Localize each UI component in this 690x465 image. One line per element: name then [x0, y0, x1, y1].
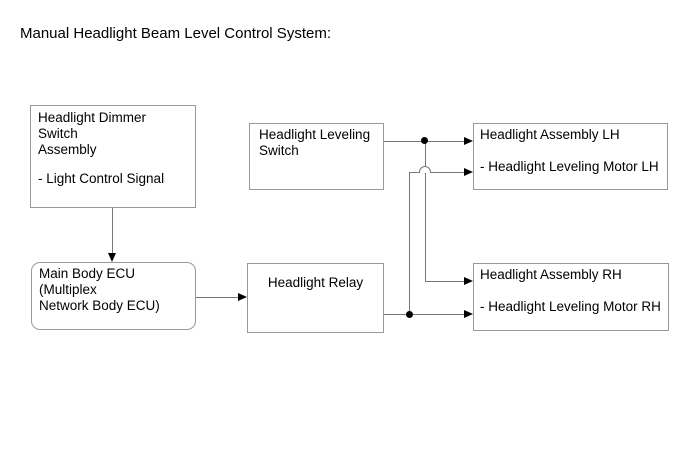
box-label-line: Headlight Relay: [267, 275, 364, 290]
diagram-title: Manual Headlight Beam Level Control Syst…: [20, 25, 331, 42]
box-label-line: Headlight Assembly LH: [480, 127, 620, 142]
box-headlight-leveling-switch: Headlight Leveling Switch: [249, 123, 384, 190]
connector-relay-to-motor-rh: [384, 314, 464, 315]
connector-to-motor-lh-segment-b: [430, 172, 464, 173]
connector-branch-down-to-rh: [425, 141, 426, 281]
junction-dot-switch-branch: [421, 137, 428, 144]
box-label-line: Network Body ECU): [39, 298, 160, 313]
box-headlight-assembly-rh: Headlight Assembly RH - Headlight Leveli…: [473, 263, 669, 331]
leveling-motor-lh-label: - Headlight Leveling Motor LH: [480, 159, 659, 174]
connector-dimmer-to-ecu: [112, 208, 113, 254]
box-label-line: Headlight Dimmer Switch: [38, 110, 147, 141]
connector-branch-up-to-lh: [409, 172, 410, 314]
box-label-line: Headlight Assembly RH: [480, 267, 622, 282]
arrowhead-into-motor-rh: [464, 310, 473, 318]
box-main-body-ecu: Main Body ECU (Multiplex Network Body EC…: [31, 262, 196, 330]
box-label-line: Assembly: [38, 142, 97, 157]
box-label-line: Switch: [259, 143, 299, 158]
box-label-line: Headlight Leveling: [259, 127, 371, 142]
light-control-signal-label: - Light Control Signal: [38, 171, 165, 186]
box-headlight-assembly-lh: Headlight Assembly LH - Headlight Leveli…: [473, 123, 668, 190]
arrowhead-into-assembly-rh: [464, 277, 473, 285]
arrowhead-into-assembly-lh: [464, 137, 473, 145]
box-headlight-dimmer-switch-assembly: Headlight Dimmer Switch Assembly - Light…: [30, 105, 196, 208]
connector-to-motor-lh-segment-a: [409, 172, 419, 173]
arrowhead-into-relay: [238, 293, 247, 301]
box-headlight-relay: Headlight Relay: [247, 263, 384, 333]
junction-dot-relay-branch: [406, 311, 413, 318]
connector-to-assembly-rh: [425, 281, 464, 282]
line-crossover-hop: [419, 166, 431, 173]
box-label-line: Main Body ECU (Multiplex: [39, 266, 136, 297]
arrowhead-into-motor-lh: [464, 168, 473, 176]
leveling-motor-rh-label: - Headlight Leveling Motor RH: [480, 299, 661, 314]
arrowhead-down-into-ecu: [108, 253, 116, 262]
connector-ecu-to-relay: [196, 297, 239, 298]
